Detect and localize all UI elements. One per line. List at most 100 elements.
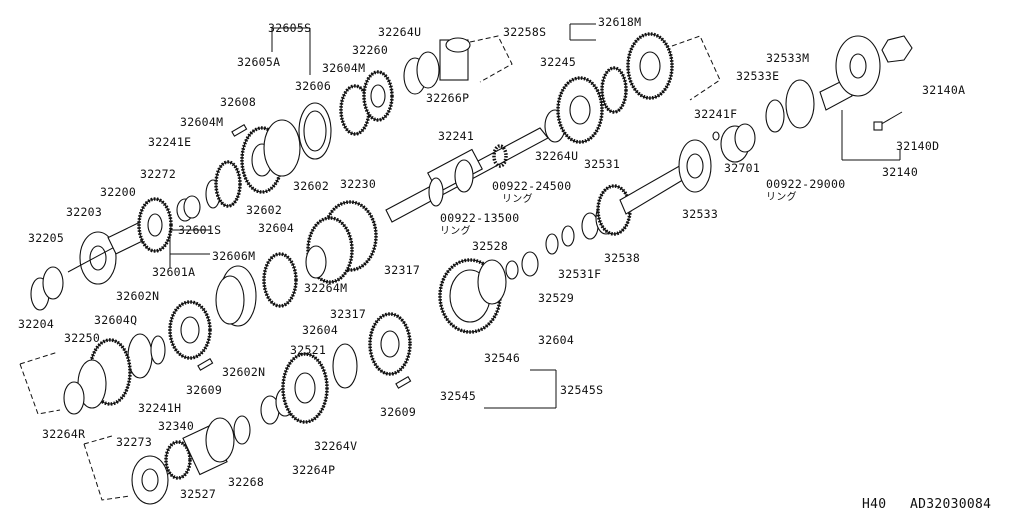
leader-lines [169, 23, 901, 409]
label-32531: 32531 [584, 157, 620, 171]
label-32264V: 32264V [314, 439, 357, 453]
label-32545: 32545 [440, 389, 476, 403]
label-32609-a: 32609 [186, 383, 222, 397]
label-32204: 32204 [18, 317, 54, 331]
label-32605A: 32605A [237, 55, 280, 69]
label-32604-low: 32604 [302, 323, 338, 337]
pin-32609-right [395, 376, 412, 389]
label-32606M: 32606M [212, 249, 255, 263]
label-00922-13500: 00922-13500 [440, 211, 519, 225]
bearing-32533M [785, 79, 815, 129]
label-32205: 32205 [28, 231, 64, 245]
label-32268: 32268 [228, 475, 264, 489]
label-32241H: 32241H [138, 401, 181, 415]
label-32546: 32546 [484, 351, 520, 365]
label-32272: 32272 [140, 167, 176, 181]
label-32604M-left: 32604M [180, 115, 223, 129]
label-32604-mid: 32604 [258, 221, 294, 235]
nut-32140A [881, 35, 913, 63]
label-32602-b: 32602 [246, 203, 282, 217]
output-flange-group [712, 35, 913, 163]
label-32601A: 32601A [152, 265, 195, 279]
counter-shaft-group [545, 139, 712, 255]
label-32604M-top: 32604M [322, 61, 365, 75]
synchro-ring-32604-right [477, 259, 507, 305]
bearing-32268 [205, 417, 235, 463]
label-32533-mid: 32533 [682, 207, 718, 221]
label-32241F: 32241F [694, 107, 737, 121]
bearing-32529 [521, 251, 539, 277]
label-32533E: 32533E [736, 69, 779, 83]
label-32203: 32203 [66, 205, 102, 219]
label-32606-top: 32606 [295, 79, 331, 93]
label-32527: 32527 [180, 487, 216, 501]
ring-32241H [150, 335, 166, 365]
label-32140A: 32140A [922, 83, 965, 97]
label-32264U-mid: 32264U [535, 149, 578, 163]
washer-32205 [42, 266, 64, 300]
label-32538: 32538 [604, 251, 640, 265]
label-32602N-b: 32602N [222, 365, 265, 379]
label-32618M: 32618M [598, 15, 641, 29]
label-32260: 32260 [352, 43, 388, 57]
label-32264U-top: 32264U [378, 25, 421, 39]
label-00922-24500-sub: リング [502, 192, 533, 205]
label-32317-b: 32317 [384, 263, 420, 277]
label-32266P: 32266P [426, 91, 469, 105]
label-32604Q: 32604Q [94, 313, 137, 327]
label-32241: 32241 [438, 129, 474, 143]
label-32317-a: 32317 [330, 307, 366, 321]
label-32140D: 32140D [896, 139, 939, 153]
shifting-key-32608 [231, 124, 248, 137]
label-32521: 32521 [290, 343, 326, 357]
middle-gear-train [19, 200, 378, 415]
label-32340: 32340 [158, 419, 194, 433]
label-32528: 32528 [472, 239, 508, 253]
seal-32533E [765, 99, 785, 133]
label-00922-24500: 00922-24500 [492, 179, 571, 193]
label-32264P: 32264P [292, 463, 335, 477]
footer-model: H40 [862, 497, 886, 512]
label-32258S: 32258S [503, 25, 546, 39]
label-32531F: 32531F [558, 267, 601, 281]
synchro-ring-32604-low [332, 343, 358, 389]
pin-32609-left [197, 358, 214, 371]
ball-32241F [712, 131, 720, 141]
label-32241E: 32241E [148, 135, 191, 149]
label-32264M: 32264M [304, 281, 347, 295]
label-32601S: 32601S [178, 223, 221, 237]
label-32545S: 32545S [560, 383, 603, 397]
label-32605S: 32605S [268, 21, 311, 35]
label-00922-29000-sub: リング [766, 190, 797, 203]
label-32230: 32230 [340, 177, 376, 191]
label-32529: 32529 [538, 291, 574, 305]
label-32602N-a: 32602N [116, 289, 159, 303]
label-32245: 32245 [540, 55, 576, 69]
bearing-32264R [63, 381, 85, 415]
label-32604-right: 32604 [538, 333, 574, 347]
ring-32528 [505, 260, 519, 280]
label-32602-a: 32602 [293, 179, 329, 193]
bearing-32264M [305, 245, 327, 279]
label-32264R: 32264R [42, 427, 85, 441]
label-32701: 32701 [724, 161, 760, 175]
reverse-gear-group [438, 251, 539, 334]
ring-00922-13500 [545, 233, 559, 255]
top-center-gears [544, 32, 721, 144]
main-shaft-32241 [385, 127, 549, 223]
footer-code: AD32030084 [910, 497, 991, 512]
ring-00922-24500 [561, 225, 575, 247]
label-00922-13500-sub: リング [440, 224, 471, 237]
label-32250: 32250 [64, 331, 100, 345]
synchro-ring-32604Q [127, 333, 153, 379]
lower-gear-train [83, 312, 412, 505]
part-labels: 32605S 32605A 32606 32604M 32260 32264U … [18, 15, 965, 501]
label-32140: 32140 [882, 165, 918, 179]
label-32609-b: 32609 [380, 405, 416, 419]
upper-gear-train [30, 35, 513, 311]
label-32533M: 32533M [766, 51, 809, 65]
label-32608: 32608 [220, 95, 256, 109]
label-00922-29000: 00922-29000 [766, 177, 845, 191]
